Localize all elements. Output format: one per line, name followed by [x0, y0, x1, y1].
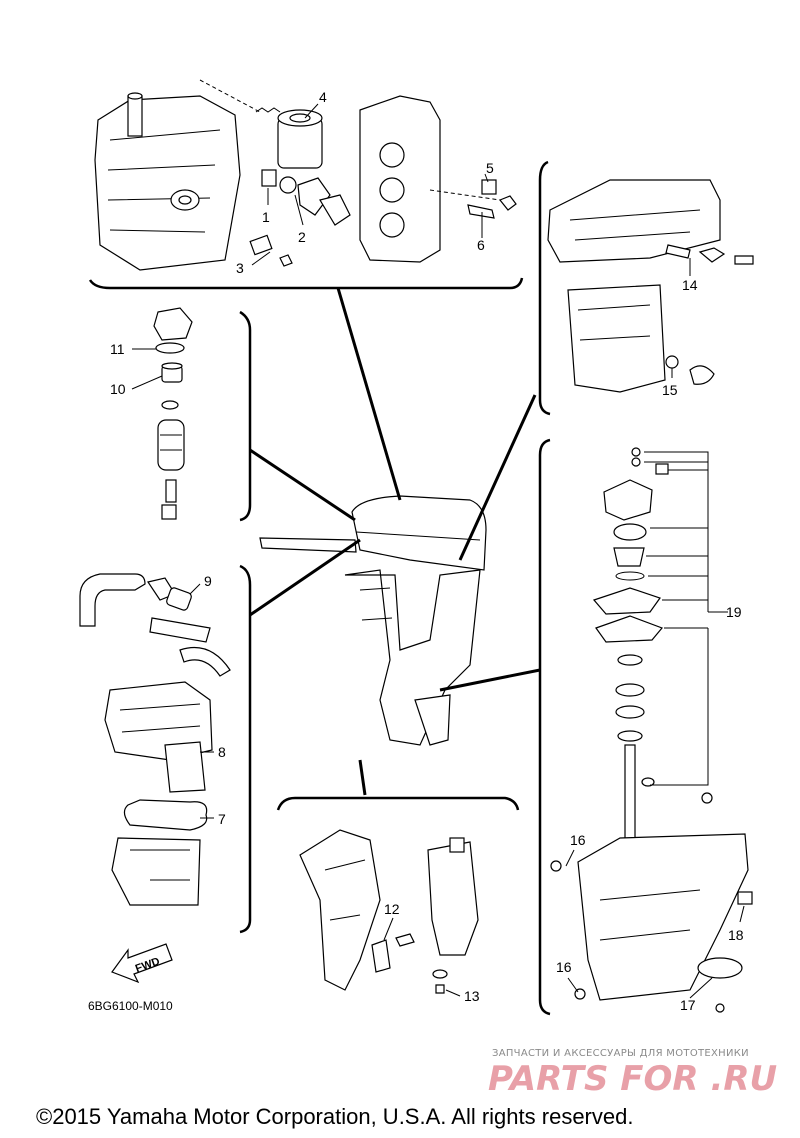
- logo-tld: .RU: [710, 1059, 777, 1099]
- callout-13: 13: [464, 988, 480, 1004]
- callout-11: 11: [110, 341, 125, 357]
- bottom-cowling-group: 14 15: [538, 160, 754, 416]
- lower-unit-group: 19 16 16 17 18: [538, 438, 753, 1016]
- connector-line-bottom: [358, 759, 367, 796]
- callout-14: 14: [682, 277, 698, 293]
- callout-1: 1: [262, 209, 270, 225]
- logo-for: FOR: [620, 1059, 698, 1099]
- watermark-tagline: ЗАПЧАСТИ И АКСЕССУАРЫ ДЛЯ МОТОТЕХНИКИ: [492, 1048, 749, 1059]
- callout-9: 9: [204, 573, 212, 589]
- steering-bracket-group: 12 13: [276, 796, 520, 1004]
- watermark: ЗАПЧАСТИ И АКСЕССУАРЫ ДЛЯ МОТОТЕХНИКИ PA…: [488, 1048, 777, 1099]
- callout-7: 7: [218, 811, 226, 827]
- fwd-arrow-icon: FWD: [111, 943, 173, 984]
- logo-parts: PARTS: [488, 1059, 608, 1099]
- connector-line-left-top: [249, 448, 356, 522]
- fuel-filter-group: 11 10: [110, 307, 252, 522]
- callout-16a: 16: [570, 832, 586, 848]
- callout-3: 3: [236, 260, 244, 276]
- callout-18: 18: [728, 927, 744, 943]
- callout-5: 5: [486, 160, 494, 176]
- callout-4: 4: [319, 89, 327, 105]
- watermark-logo: PARTS FOR .RU: [488, 1059, 777, 1099]
- outboard-motor: [259, 495, 487, 746]
- callout-2: 2: [298, 229, 306, 245]
- callout-19: 19: [726, 604, 742, 620]
- callout-8: 8: [218, 744, 226, 760]
- connector-line-left-bottom: [249, 538, 361, 617]
- callout-12: 12: [384, 901, 400, 917]
- engine-block-group: 1 2 3 4 5 6: [88, 79, 524, 290]
- callout-10: 10: [110, 381, 126, 397]
- callout-17: 17: [680, 997, 696, 1013]
- connector-line-right: [458, 394, 537, 561]
- callout-16b: 16: [556, 959, 572, 975]
- copyright-notice: ©2015 Yamaha Motor Corporation, U.S.A. A…: [36, 1104, 633, 1129]
- carburetor-group: 9 8 7: [79, 564, 252, 934]
- diagram-code: 6BG6100-M010: [88, 999, 173, 1013]
- connector-line-top: [336, 287, 402, 501]
- connector-line-right-bottom: [439, 668, 541, 692]
- callout-15: 15: [662, 382, 678, 398]
- callout-6: 6: [477, 237, 485, 253]
